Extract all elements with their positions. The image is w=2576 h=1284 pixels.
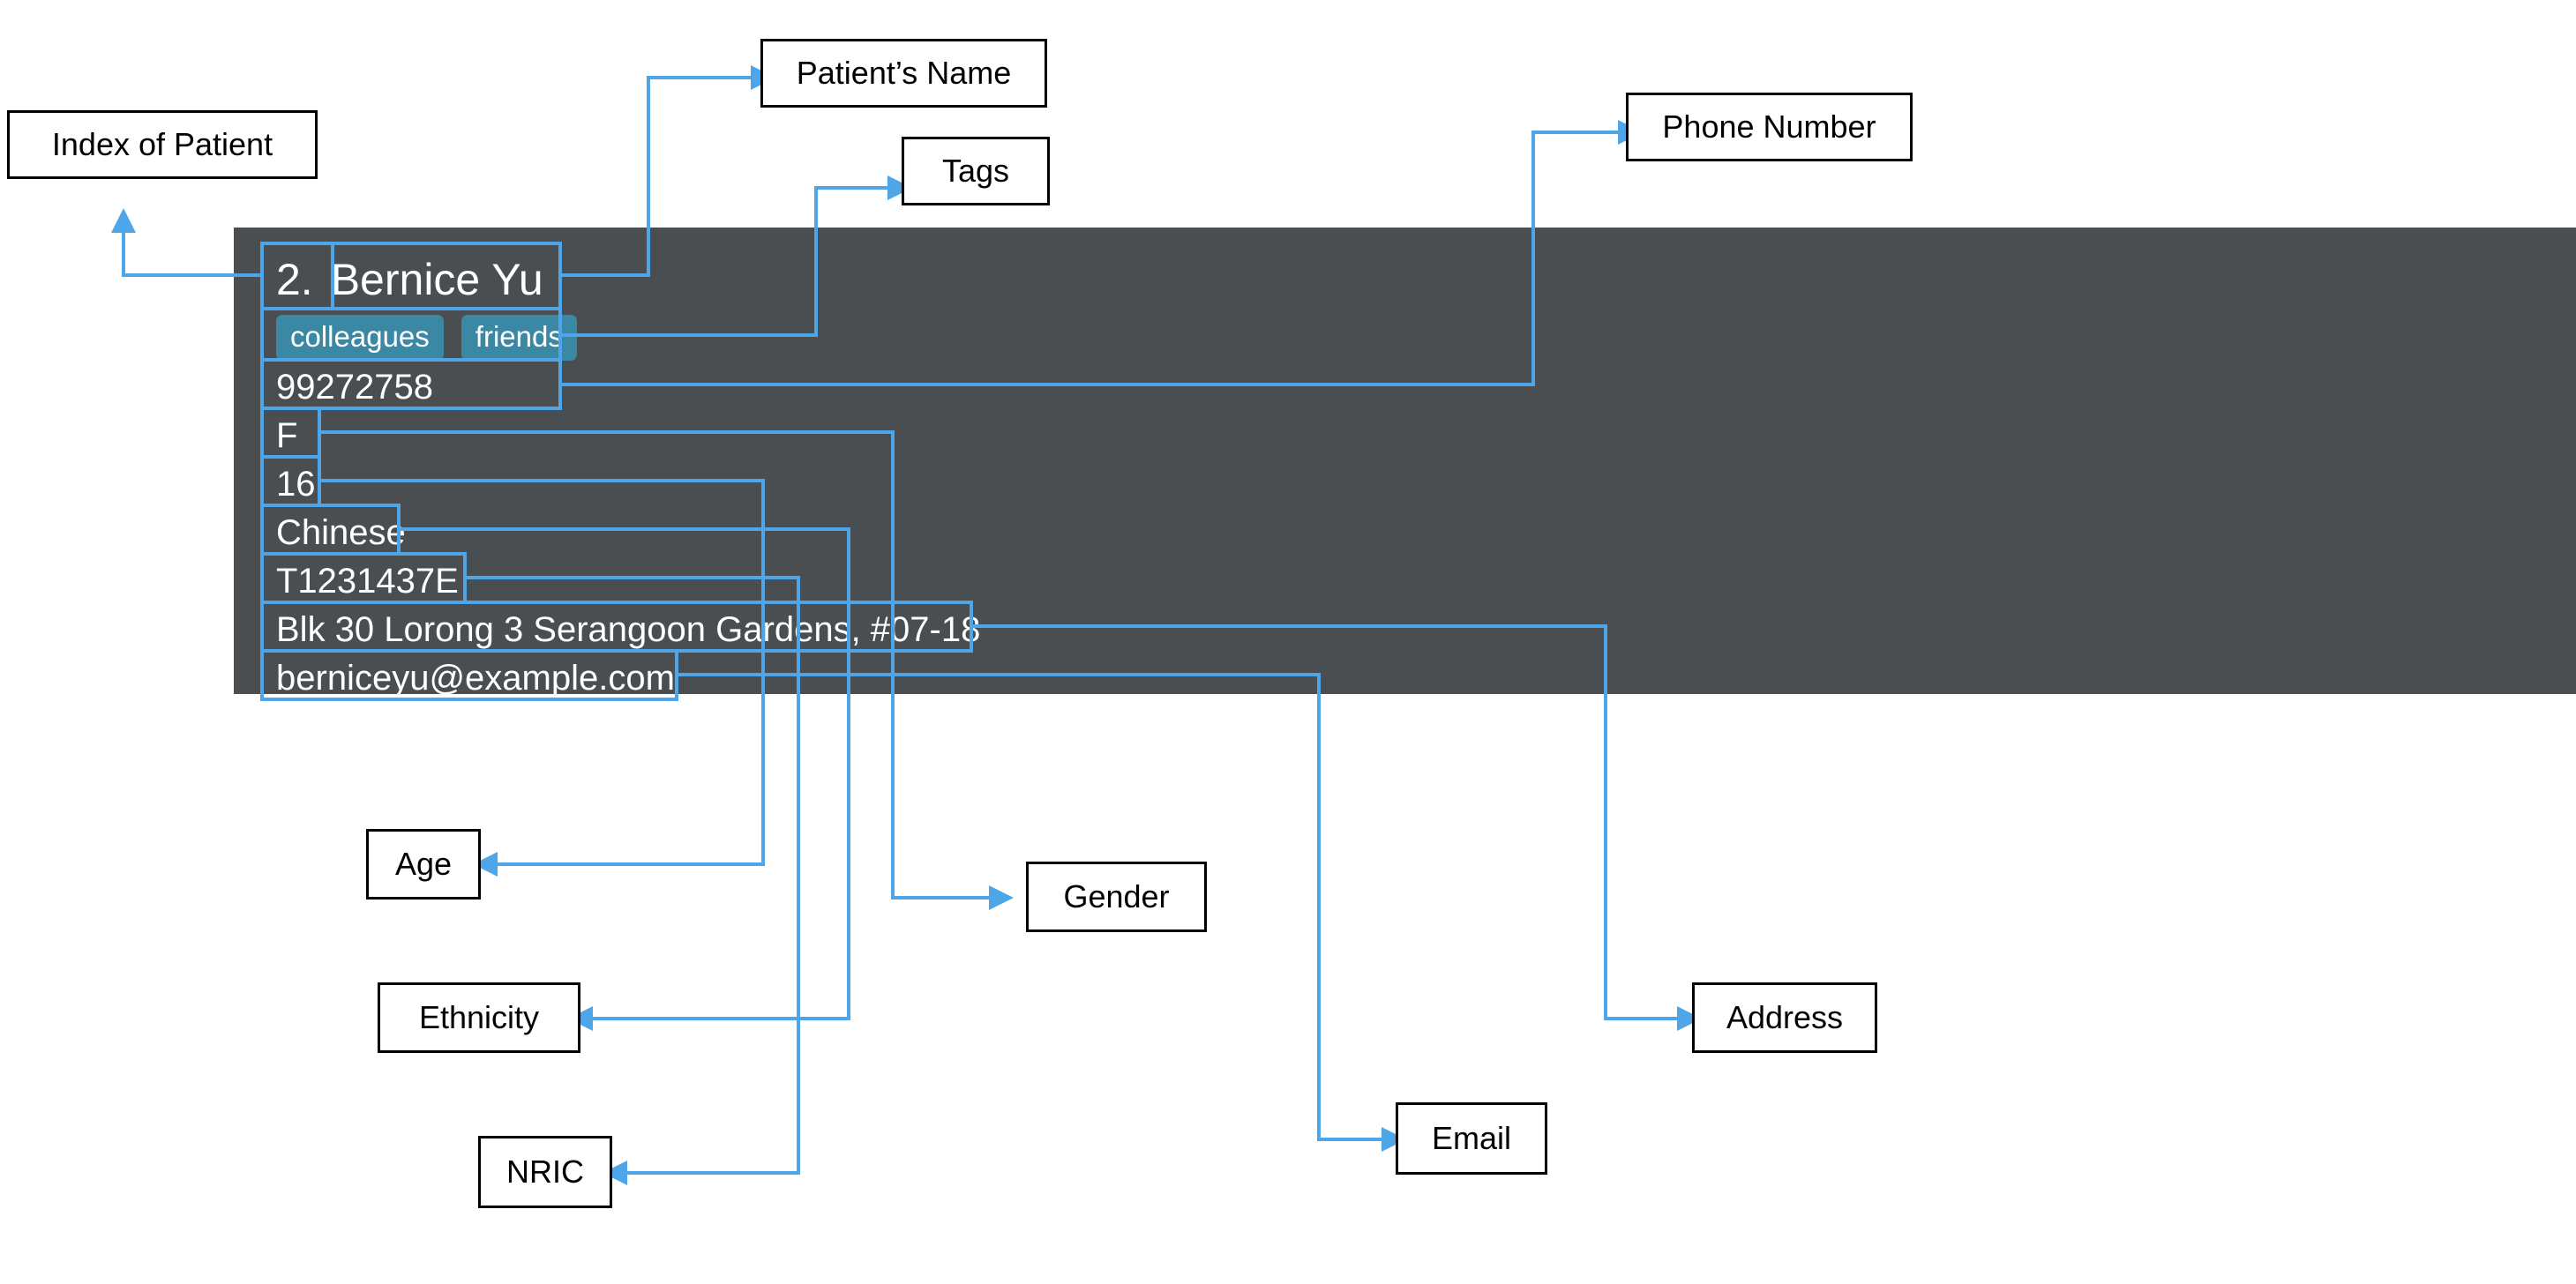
patient-name: Bernice Yu	[330, 255, 543, 304]
patient-card: 2. Bernice Yu colleagues friends 9927275…	[234, 228, 2576, 698]
callout-gender: Gender	[1026, 862, 1207, 932]
callout-nric: NRIC	[478, 1136, 612, 1208]
patient-nric: T1231437E	[276, 562, 459, 601]
patient-name-row: 2. Bernice Yu	[269, 247, 980, 312]
callout-address: Address	[1692, 982, 1877, 1053]
tag-friends: friends	[461, 315, 577, 361]
patient-gender: F	[276, 416, 298, 455]
patient-tag-row: colleagues friends	[269, 312, 980, 363]
tag-colleagues: colleagues	[276, 315, 444, 361]
callout-email: Email	[1396, 1102, 1547, 1175]
callout-ethnicity: Ethnicity	[378, 982, 580, 1053]
callout-age: Age	[366, 829, 481, 900]
callout-patients-name: Patient’s Name	[760, 39, 1047, 108]
callout-phone-number: Phone Number	[1626, 93, 1913, 161]
callout-index-of-patient: Index of Patient	[7, 110, 318, 179]
patient-ethnicity: Chinese	[276, 513, 406, 552]
patient-phone: 99272758	[276, 368, 433, 407]
patient-index: 2.	[276, 255, 313, 304]
callout-tags: Tags	[902, 137, 1050, 205]
patient-age: 16	[276, 465, 316, 504]
patient-card-content: 2. Bernice Yu colleagues friends 9927275…	[269, 247, 980, 703]
patient-email: berniceyu@example.com	[276, 659, 675, 698]
patient-address: Blk 30 Lorong 3 Serangoon Gardens, #07-1…	[276, 610, 981, 649]
